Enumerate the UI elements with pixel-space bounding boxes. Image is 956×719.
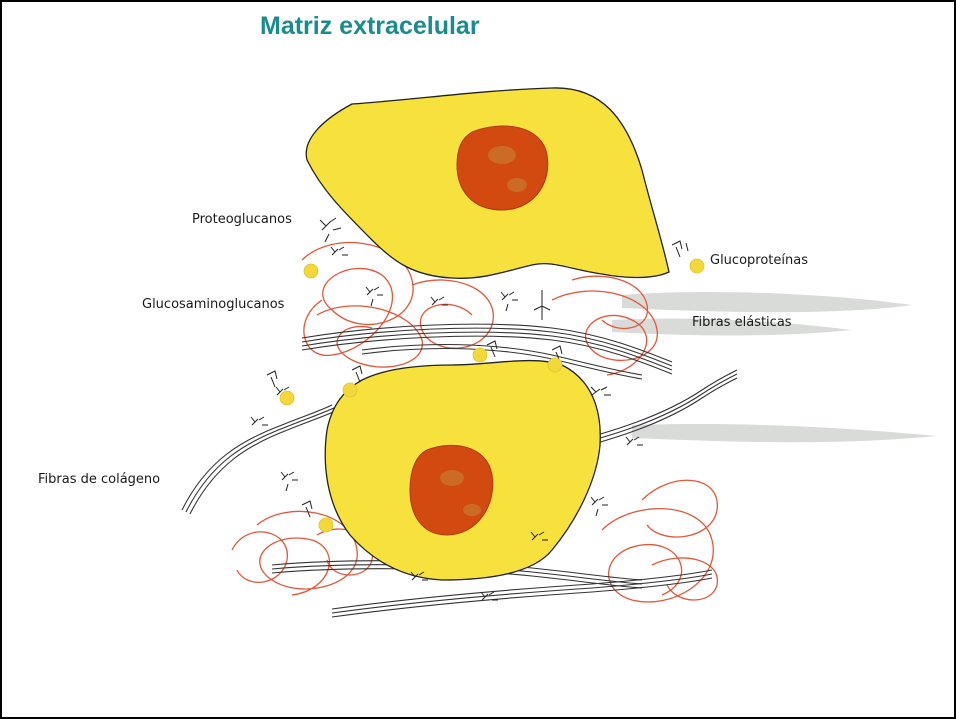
lower-cell xyxy=(325,361,600,580)
label-glycosaminoglycans: Glucosaminoglucanos xyxy=(142,297,285,312)
ecm-diagram: Proteoglucanos Glucoproteínas Glucosamin… xyxy=(32,80,942,620)
label-elastic-fibers: Fibras elásticas xyxy=(692,315,792,330)
upper-nucleus xyxy=(457,126,548,210)
label-collagen-fibers: Fibras de colágeno xyxy=(38,472,160,487)
label-glycoproteins: Glucoproteínas xyxy=(710,253,808,268)
label-proteoglycans: Proteoglucanos xyxy=(192,212,292,227)
upper-cell xyxy=(306,88,669,278)
slide-title: Matriz extracelular xyxy=(260,12,480,41)
